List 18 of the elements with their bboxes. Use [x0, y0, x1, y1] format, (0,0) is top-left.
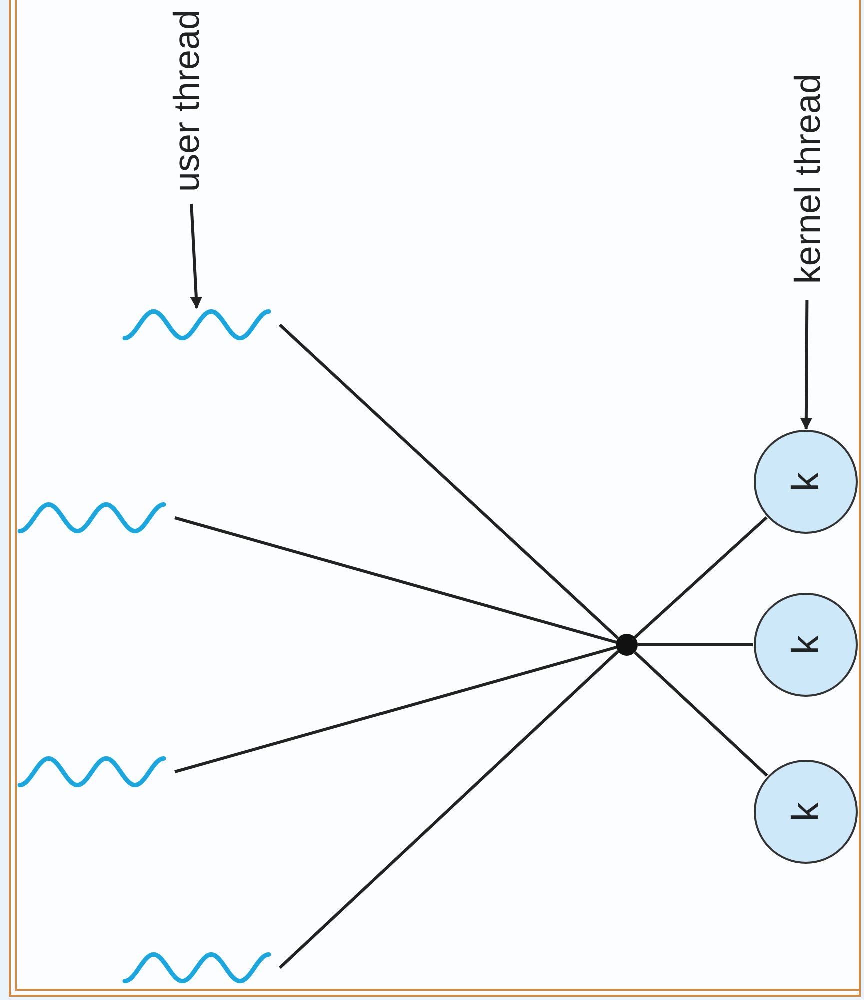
thread-label: kernel thread	[787, 62, 829, 296]
wavy-thread-symbol	[17, 501, 167, 535]
wavy-thread-symbol	[17, 755, 167, 789]
connector-line	[278, 324, 620, 640]
thread-label: user thread	[166, 2, 208, 200]
wavy-thread-symbol	[122, 951, 272, 985]
circle-label: k	[787, 802, 825, 822]
connector-line	[174, 646, 617, 774]
connector-line	[638, 644, 753, 646]
connector-line	[634, 516, 768, 639]
connector-line	[278, 650, 620, 970]
wavy-thread-symbol	[122, 308, 272, 342]
connector-line	[634, 651, 768, 777]
leader-arrow	[800, 300, 812, 430]
connector-line	[174, 516, 617, 644]
circle-label: k	[787, 636, 825, 654]
circle-label: k	[787, 472, 825, 492]
leader-arrow	[190, 204, 202, 310]
